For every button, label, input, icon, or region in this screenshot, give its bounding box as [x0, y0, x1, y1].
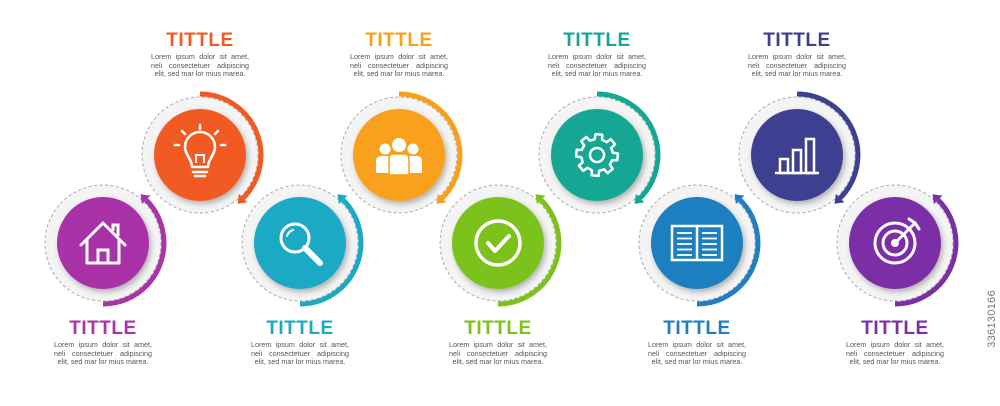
- target-icon: [873, 217, 921, 265]
- step-circle: [452, 197, 544, 289]
- arrowhead: [734, 194, 745, 205]
- gear-icon: [574, 132, 620, 178]
- timeline-step-4: [340, 91, 463, 214]
- step-description: Lorem ipsum dolor sit amet, neli consect…: [449, 340, 547, 367]
- step-description: Lorem ipsum dolor sit amet, neli consect…: [350, 52, 448, 79]
- connector-arc: [696, 198, 761, 307]
- step-circle: [254, 197, 346, 289]
- timeline-step-1: [44, 184, 167, 307]
- timeline-step-7: [638, 184, 761, 307]
- arrowhead: [932, 194, 943, 205]
- step-title: TITTLE: [663, 318, 731, 339]
- connector-arc: [299, 198, 364, 307]
- step-description: Lorem ipsum dolor sit amet, neli consect…: [251, 340, 349, 367]
- connector-arc: [596, 91, 661, 200]
- team-icon: [376, 138, 422, 176]
- connector-arc: [497, 198, 562, 307]
- timeline-step-8: [738, 91, 861, 214]
- step-title: TITTLE: [563, 30, 631, 51]
- step-title: TITTLE: [763, 30, 831, 51]
- connector-arc: [199, 91, 264, 200]
- timeline-step-3: [241, 184, 364, 307]
- arrowhead: [535, 194, 546, 205]
- step-title: TITTLE: [166, 30, 234, 51]
- step-title: TITTLE: [464, 318, 532, 339]
- open-book-icon: [670, 224, 724, 262]
- arrowhead: [634, 193, 645, 204]
- arrowhead: [337, 194, 348, 205]
- step-circle: [751, 109, 843, 201]
- lightbulb-icon: [173, 123, 227, 178]
- connector-arc: [796, 91, 861, 200]
- step-circle: [57, 197, 149, 289]
- arrowhead: [237, 193, 248, 204]
- search-icon: [279, 222, 323, 266]
- connector-arc: [102, 198, 167, 307]
- checkmark-icon: [474, 219, 522, 267]
- timeline-step-6: [538, 91, 661, 214]
- connector-arc: [398, 91, 463, 200]
- step-description: Lorem ipsum dolor sit amet, neli consect…: [548, 52, 646, 79]
- connector-arc: [894, 198, 959, 307]
- stock-id-watermark: 336130166: [986, 290, 998, 348]
- step-title: TITTLE: [365, 30, 433, 51]
- step-title: TITTLE: [861, 318, 929, 339]
- arrowhead: [834, 193, 845, 204]
- step-description: Lorem ipsum dolor sit amet, neli consect…: [846, 340, 944, 367]
- timeline-step-9: [836, 184, 959, 307]
- step-description: Lorem ipsum dolor sit amet, neli consect…: [648, 340, 746, 367]
- timeline-step-5: [439, 184, 562, 307]
- arrowhead: [140, 194, 151, 205]
- step-title: TITTLE: [69, 318, 137, 339]
- home-icon: [79, 221, 127, 265]
- step-description: Lorem ipsum dolor sit amet, neli consect…: [54, 340, 152, 367]
- bar-chart-icon: [775, 137, 819, 175]
- step-title: TITTLE: [266, 318, 334, 339]
- step-description: Lorem ipsum dolor sit amet, neli consect…: [748, 52, 846, 79]
- step-circle: [551, 109, 643, 201]
- arrowhead: [436, 193, 447, 204]
- timeline-step-2: [141, 91, 264, 214]
- step-description: Lorem ipsum dolor sit amet, neli consect…: [151, 52, 249, 79]
